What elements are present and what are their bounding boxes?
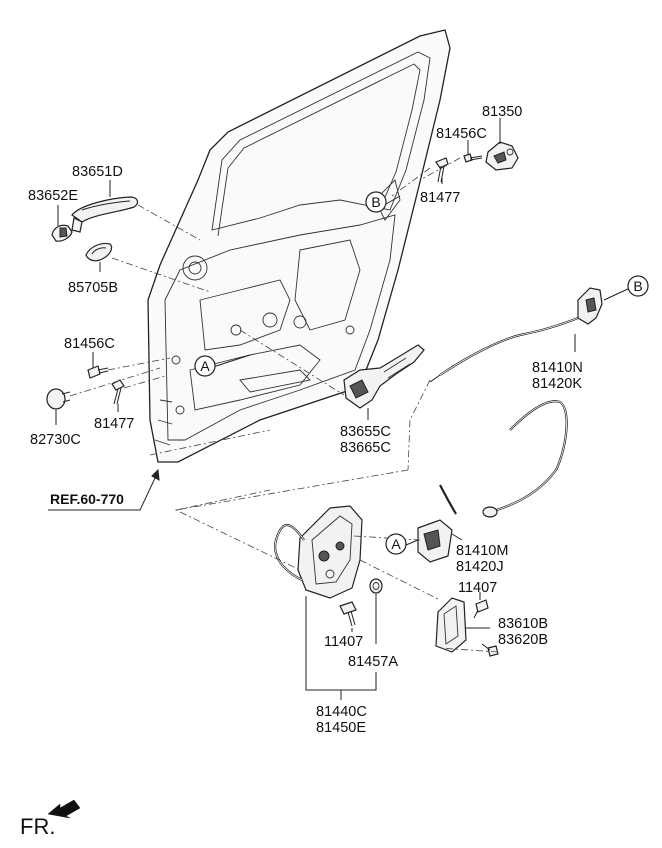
marker-b-door: B: [365, 191, 387, 213]
label-81350: 81350: [482, 104, 522, 120]
front-direction-label: FR.: [20, 814, 55, 839]
front-arrow-icon: [47, 799, 81, 819]
label-81450e: 81450E: [316, 720, 366, 736]
marker-a-remote: A: [385, 533, 407, 555]
label-83655c: 83655C: [340, 424, 391, 440]
label-83652e: 83652E: [28, 188, 78, 204]
door-latch-assembly: [274, 505, 363, 599]
lower-remote-cable: [439, 400, 568, 515]
remote-control-unit: [417, 506, 498, 563]
sliding-door-panel: [147, 29, 451, 463]
upper-remote-cable: [429, 316, 579, 383]
label-81440c: 81440C: [316, 704, 367, 720]
bolt-11407-right: [473, 599, 489, 619]
marker-a-door-label: A: [200, 358, 210, 374]
label-81420j: 81420J: [456, 559, 504, 575]
cap-82730c: [46, 388, 71, 410]
label-83665c: 83665C: [340, 440, 391, 456]
label-81410m: 81410M: [456, 543, 508, 559]
label-11407-right: 11407: [458, 580, 497, 596]
plug-81457a: [369, 578, 383, 594]
bolt-11407-left: [339, 601, 357, 627]
label-85705b: 85705B: [68, 280, 118, 296]
door-striker: [485, 141, 519, 171]
assembly-leader-lines: [69, 157, 499, 653]
bolt-81456c-left: [87, 365, 109, 379]
label-81457a: 81457A: [348, 654, 398, 670]
inside-door-handle: [435, 597, 467, 653]
reference-label: REF.60-770: [50, 491, 124, 507]
marker-a-remote-label: A: [391, 536, 401, 552]
outside-door-handle: [71, 196, 139, 233]
handle-gasket: [85, 242, 113, 262]
label-81477-left: 81477: [94, 416, 134, 432]
front-direction-indicator: FR.: [20, 799, 81, 839]
marker-b-door-label: B: [371, 194, 380, 210]
label-81477-top: 81477: [420, 190, 460, 206]
marker-b-latch: B: [627, 275, 649, 297]
label-81456c-left: 81456C: [64, 336, 115, 352]
inside-handle-bracket: [343, 344, 425, 409]
label-83651d: 83651D: [72, 164, 123, 180]
reference-callout: REF.60-770: [48, 468, 160, 511]
label-81456c-top: 81456C: [436, 126, 487, 142]
label-81420k: 81420K: [532, 376, 582, 392]
handle-screw: [481, 643, 499, 657]
marker-a-door: A: [194, 355, 216, 377]
upper-rear-latch: [577, 287, 603, 325]
label-11407-left: 11407: [324, 634, 363, 650]
marker-b-latch-label: B: [633, 278, 642, 294]
label-83620b: 83620B: [498, 632, 548, 648]
label-82730c: 82730C: [30, 432, 81, 448]
bolt-81456c-top: [463, 153, 483, 163]
callout-leader-lines: [55, 118, 631, 700]
label-83610b: 83610B: [498, 616, 548, 632]
label-81410n: 81410N: [532, 360, 583, 376]
handle-cover-cap: [51, 224, 73, 242]
bolt-81477-left: [111, 379, 125, 405]
